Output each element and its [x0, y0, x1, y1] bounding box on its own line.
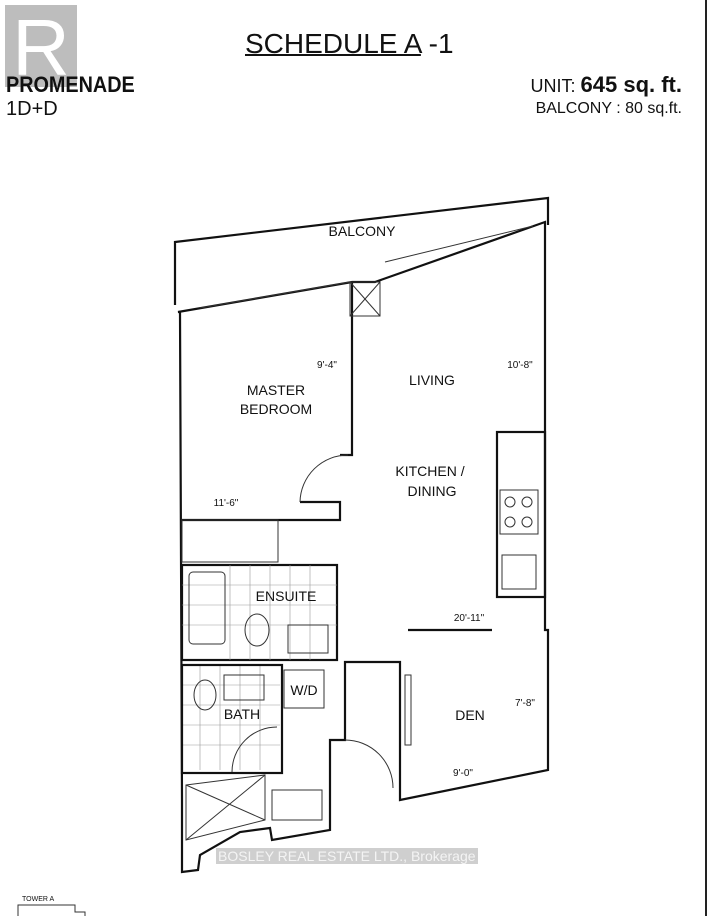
- bath-door: [231, 726, 278, 773]
- key-plan: [17, 904, 86, 916]
- unit-outer-wall: [177, 220, 550, 874]
- room-label-living: LIVING: [409, 372, 455, 388]
- room-label-master-2: BEDROOM: [240, 401, 312, 417]
- dim-bedroom-length: 11'-6": [214, 498, 239, 509]
- realtor-logo: R: [5, 3, 77, 92]
- room-label-bath: BATH: [224, 706, 260, 722]
- room-label-den: DEN: [455, 707, 485, 723]
- ensuite-toilet: [244, 613, 270, 647]
- bath-sink: [223, 674, 265, 701]
- unit-area: UNIT: 645 sq. ft.: [530, 72, 683, 97]
- balcony-area: BALCONY : 80 sq.ft.: [535, 100, 682, 117]
- duct-shaft: [349, 281, 381, 317]
- closet: [181, 519, 279, 563]
- kitchen-sink: [501, 554, 537, 590]
- window: [384, 225, 534, 263]
- svg-text:R: R: [12, 5, 70, 87]
- room-label-kitchen-1: KITCHEN /: [395, 463, 464, 479]
- room-label-wd: W/D: [290, 682, 317, 698]
- room-label-kitchen-2: DINING: [408, 483, 457, 499]
- dim-den-width: 7'-8": [515, 698, 535, 709]
- room-label-ensuite: ENSUITE: [256, 588, 317, 604]
- balcony-outline: [173, 196, 550, 305]
- bathtub: [188, 571, 226, 645]
- room-label-balcony: BALCONY: [329, 223, 397, 239]
- dim-living-width: 10'-8": [507, 360, 533, 371]
- bath-toilet: [193, 679, 217, 711]
- linen-closet: [271, 789, 323, 821]
- dim-bedroom-width: 9'-4": [317, 360, 337, 371]
- bath-walls: [180, 663, 284, 775]
- entry-door: [344, 739, 394, 789]
- bedroom-wall-lower: [182, 500, 342, 522]
- key-plan-label: TOWER A: [22, 896, 55, 903]
- watermark: BOSLEY REAL ESTATE LTD., Brokerage: [216, 848, 478, 864]
- project-name: PROMENADE: [6, 72, 135, 97]
- ensuite-sink: [287, 624, 329, 654]
- window: [199, 281, 351, 309]
- ensuite-walls: [180, 563, 339, 662]
- dim-living-length: 20'-11": [454, 613, 485, 624]
- page-title: SCHEDULE A -1: [245, 28, 454, 59]
- dim-den-length: 9'-0": [453, 768, 473, 779]
- washer-dryer: [283, 669, 325, 709]
- room-label-master-1: MASTER: [247, 382, 305, 398]
- frame-border: [705, 0, 707, 916]
- bedroom-door: [299, 454, 349, 503]
- model-name: 1D+D: [6, 98, 58, 120]
- cooktop-icon: [499, 489, 539, 535]
- den-sliding-door: [404, 674, 412, 746]
- kitchen-counter: [495, 430, 547, 599]
